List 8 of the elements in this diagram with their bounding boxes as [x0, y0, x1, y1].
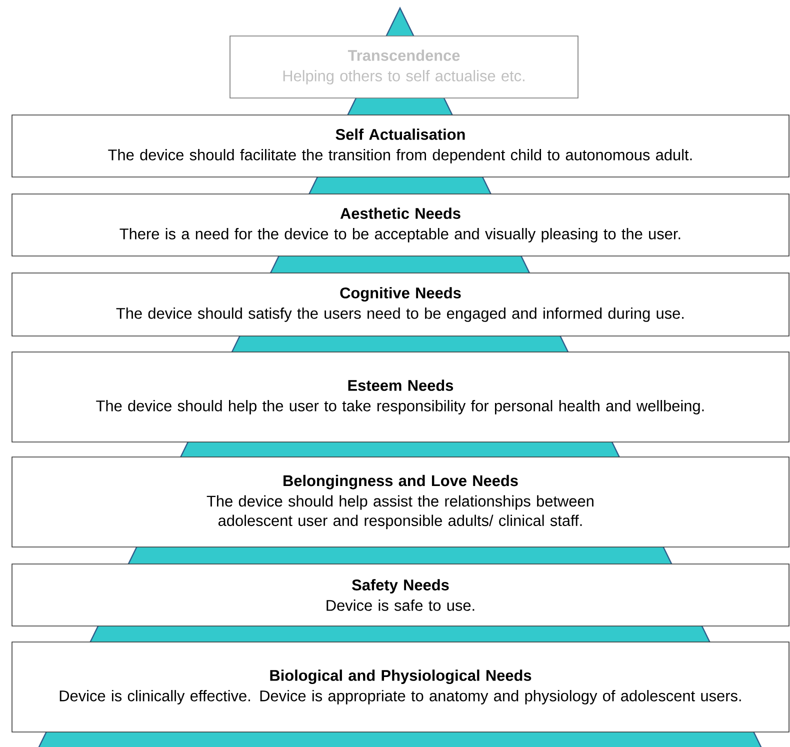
level-box: Transcendence Helping others to self actualise etc.: [230, 36, 578, 98]
level-box: Belongingness and Love Needs The device should help assist the relationships between adolescent user and responsible adults/ clinical staff.: [12, 456, 790, 548]
level-box: Biological and Physiological Needs Device is clinically effective. Device is appropriate to anatomy and physiology of adolescent users.: [12, 642, 790, 732]
level-box: Self Actualisation The device should facilitate the transition from dependent child to autonomous adult.: [12, 114, 790, 178]
level-box: Cognitive Needs The device should satisfy the users need to be engaged and informed during use.: [12, 272, 790, 336]
level-box: Esteem Needs The device should help the user to take responsibility for personal health and wellbeing.: [12, 352, 790, 442]
level-box: Aesthetic Needs There is a need for the device to be acceptable and visually pleasing to the user.: [12, 194, 790, 256]
level-box: Safety Needs Device is safe to use.: [12, 564, 790, 626]
